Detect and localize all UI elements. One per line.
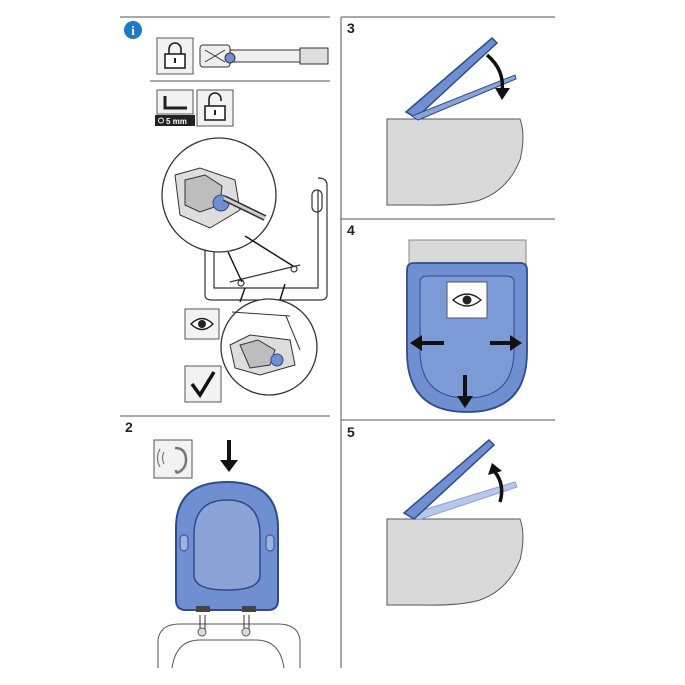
- eye-icon: [184, 308, 220, 340]
- magnifier-bottom: [220, 283, 318, 396]
- lock-mechanism: [199, 44, 329, 68]
- step-number-4: 4: [347, 222, 355, 238]
- toilet-bowl-step2: [157, 615, 301, 669]
- toilet-top-view: [406, 239, 528, 413]
- toilet-bowl-step5: [386, 518, 524, 606]
- svg-text:5 mm: 5 mm: [166, 117, 187, 126]
- toilet-bowl-step3: [386, 118, 524, 206]
- hex-key-icon: [156, 89, 194, 115]
- svg-text:i: i: [131, 23, 135, 38]
- eye-icon-step4: [446, 281, 488, 319]
- seat-lid-step3: [404, 36, 517, 121]
- panel-dividers: [120, 16, 555, 668]
- arrow-down-icon: [220, 440, 238, 472]
- step-number-3: 3: [347, 20, 355, 36]
- toilet-seat-step2: [175, 480, 279, 612]
- curved-arrow-up-icon: [488, 463, 504, 503]
- ear-sound-icon: [153, 439, 193, 479]
- magnifier-top: [161, 137, 294, 283]
- checkmark-icon: [184, 365, 222, 403]
- pull-arrows: [410, 335, 522, 408]
- step-number-5: 5: [347, 424, 355, 440]
- curved-arrow-icon: [485, 53, 510, 100]
- lock-open-icon: [196, 89, 234, 127]
- tool-size-label: 5 mm: [155, 115, 195, 126]
- lock-closed-icon: [156, 37, 194, 75]
- info-icon: i: [124, 21, 142, 39]
- seat-lid-step5: [402, 438, 518, 521]
- step-number-2: 2: [125, 419, 133, 435]
